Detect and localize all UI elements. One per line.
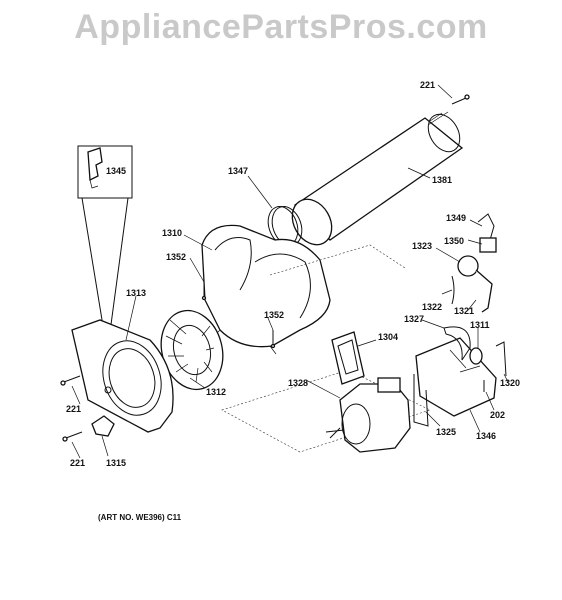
leader-lines <box>71 84 509 459</box>
motor-drawing <box>221 244 431 453</box>
callout-box-1345 <box>77 145 133 333</box>
blower-housing-drawing <box>201 224 331 355</box>
part-label-1352-left: 1352 <box>166 252 186 262</box>
front-panel-drawing <box>71 319 174 433</box>
bracket-drawing <box>331 331 365 385</box>
part-label-202: 202 <box>490 410 505 420</box>
small-screw-drawings <box>201 282 276 349</box>
part-label-221-top: 221 <box>420 80 435 90</box>
part-label-1327: 1327 <box>404 314 424 324</box>
part-label-1345: 1345 <box>106 166 126 176</box>
part-label-1325: 1325 <box>436 427 456 437</box>
part-label-1312: 1312 <box>206 387 226 397</box>
art-number-note: (ART NO. WE396) C11 <box>98 513 182 522</box>
part-label-1315: 1315 <box>106 458 126 468</box>
part-label-1328: 1328 <box>288 378 308 388</box>
part-label-221-bottom: 221 <box>70 458 85 468</box>
part-label-1323: 1323 <box>412 241 432 251</box>
part-label-1320: 1320 <box>500 378 520 388</box>
screw-drawings <box>60 94 470 442</box>
part-label-1350: 1350 <box>444 236 464 246</box>
part-labels: 221 1381 1347 1345 1310 1352 1313 1352 1… <box>66 80 520 522</box>
knob-drawing <box>91 415 115 437</box>
part-label-1310: 1310 <box>162 228 182 238</box>
part-label-1304: 1304 <box>378 332 398 342</box>
part-label-1311: 1311 <box>470 320 490 330</box>
part-label-1313: 1313 <box>126 288 146 298</box>
part-label-1347: 1347 <box>228 166 248 176</box>
part-label-1349: 1349 <box>446 213 466 223</box>
thermostat-drawings <box>443 213 507 392</box>
part-label-1352-right: 1352 <box>264 310 284 320</box>
part-label-1381: 1381 <box>432 175 452 185</box>
part-label-1321: 1321 <box>454 306 474 316</box>
part-label-1346: 1346 <box>476 431 496 441</box>
part-label-221-left: 221 <box>66 404 81 414</box>
blower-wheel-drawing <box>160 309 224 391</box>
part-label-1322: 1322 <box>422 302 442 312</box>
watermark-logo: AppliancePartsPros.com <box>74 8 488 46</box>
